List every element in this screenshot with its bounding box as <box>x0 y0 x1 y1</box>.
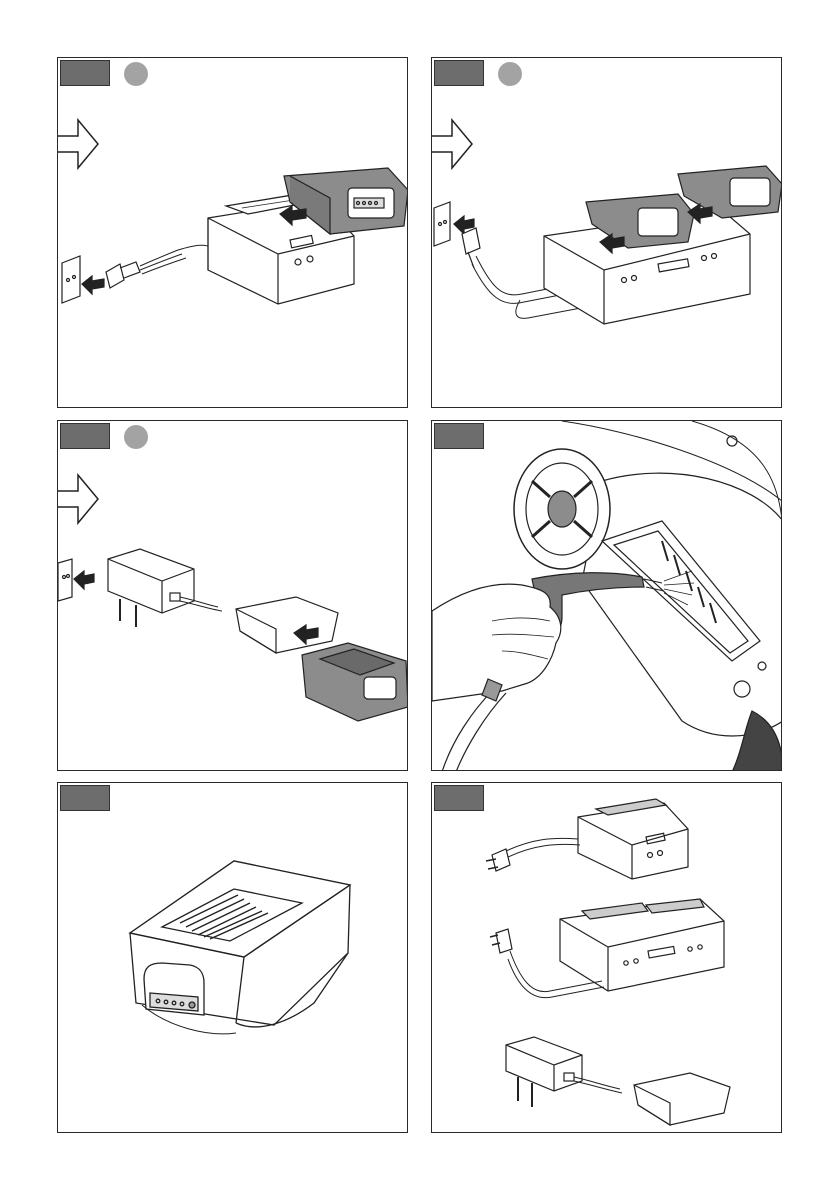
power-plug-icon <box>462 228 480 268</box>
power-plug-icon <box>106 262 140 288</box>
wheel <box>514 449 610 569</box>
wall-outlet-icon <box>434 202 450 246</box>
illustration-charger-types <box>432 783 782 1133</box>
hollow-arrow-icon <box>432 120 472 168</box>
wall-outlet-icon <box>58 559 72 601</box>
charging-cradle <box>236 597 338 653</box>
illustration-dual-charger <box>432 58 782 408</box>
illustration-adapter-charger <box>58 421 408 771</box>
panel-3 <box>57 420 408 771</box>
panel-4 <box>431 420 782 771</box>
panel-2 <box>431 57 782 408</box>
hollow-arrow-icon <box>58 120 98 168</box>
hollow-arrow-icon <box>58 475 98 523</box>
panel-1 <box>57 57 408 408</box>
push-arrow-icon <box>82 276 104 294</box>
panel-5 <box>57 782 408 1133</box>
dual-charger <box>490 899 724 998</box>
single-charger <box>486 799 688 879</box>
panel-6 <box>431 782 782 1133</box>
illustration-cleaning <box>432 421 782 771</box>
illustration-single-charger <box>58 58 408 408</box>
adapter-charger <box>506 1037 730 1125</box>
wall-outlet-icon <box>62 256 80 303</box>
illustration-battery-closeup <box>58 783 408 1133</box>
push-arrow-icon <box>74 571 94 589</box>
